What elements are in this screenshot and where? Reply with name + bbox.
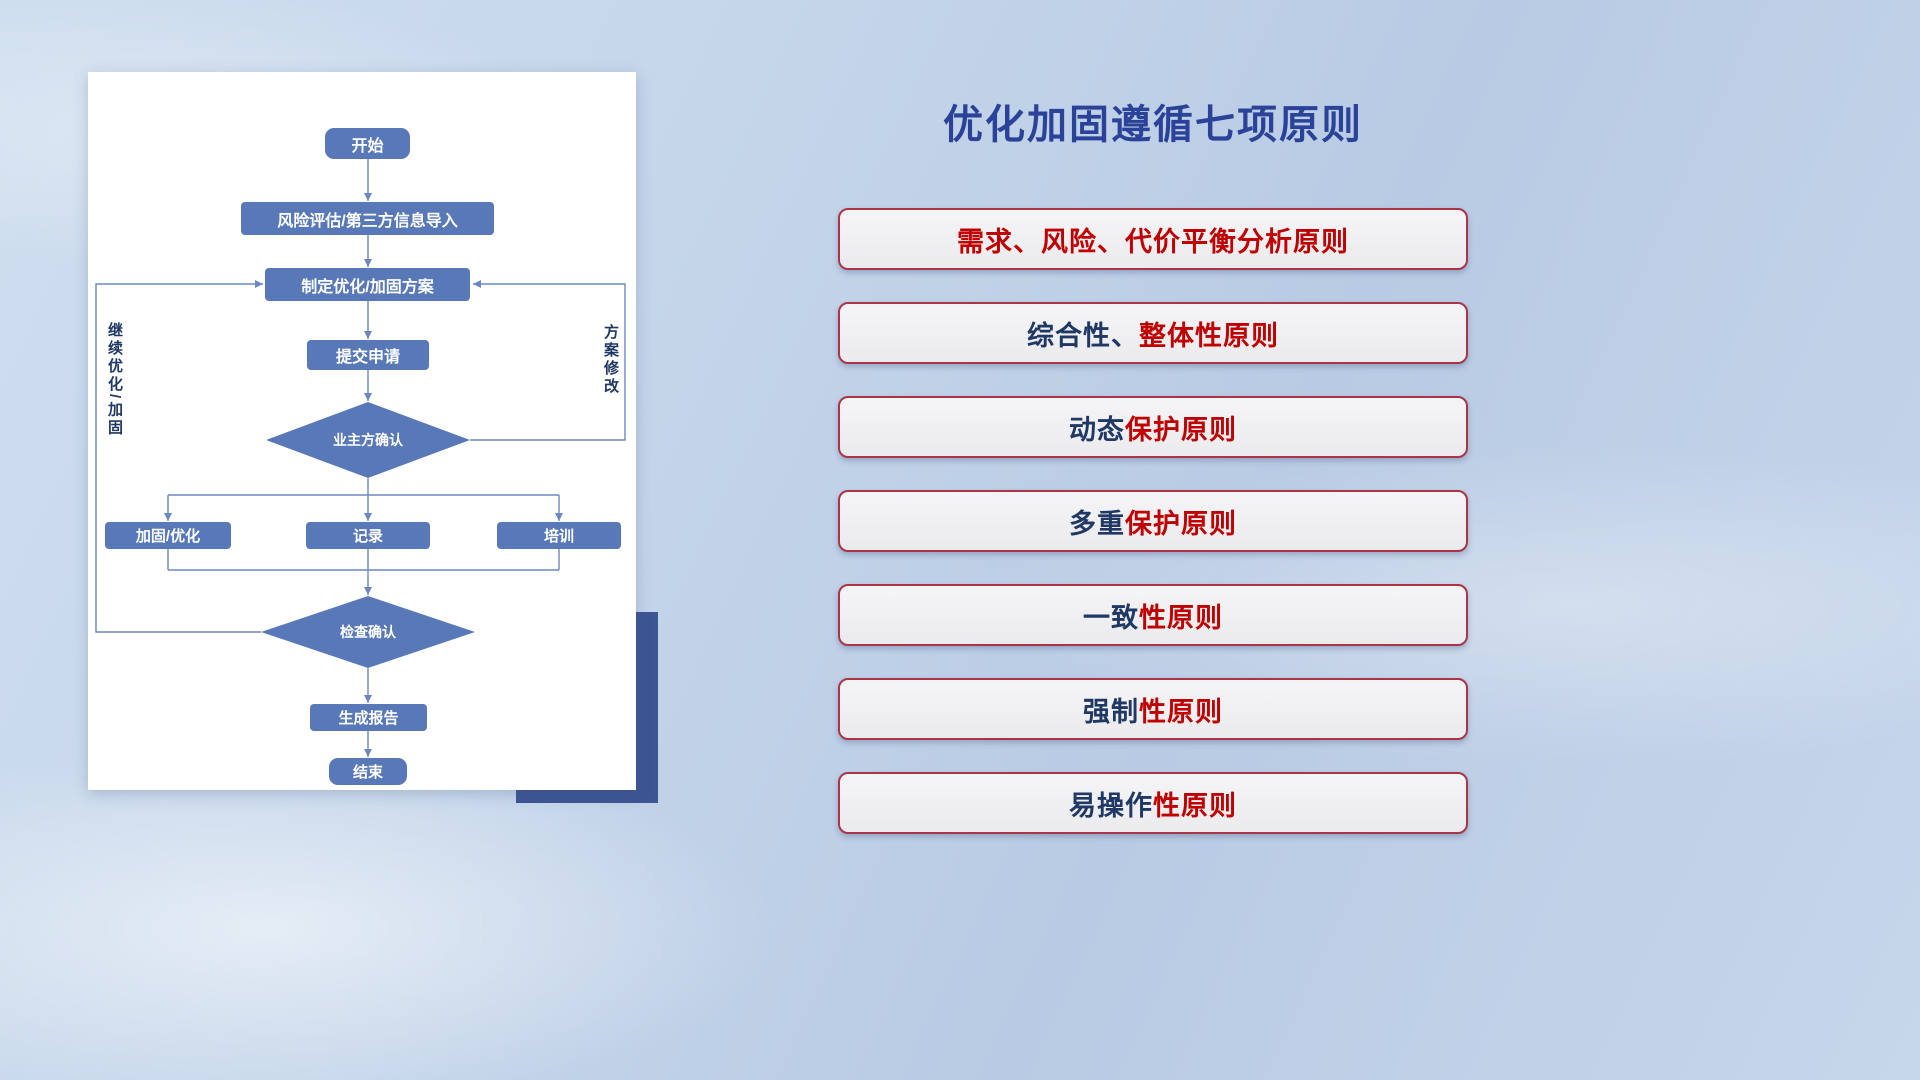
flow-node-record: 记录 — [306, 522, 430, 549]
principle-text-segment: 性原则 — [1139, 602, 1223, 633]
continue-optimize-loop-label: 继续优化/加固 — [106, 322, 123, 438]
principle-text-segment: 整体性原则 — [1139, 320, 1279, 351]
flow-node-training: 培训 — [497, 522, 621, 549]
flow-node-reinforce: 加固/优化 — [105, 522, 231, 549]
flowchart-connectors: 业主方确认 检查确认 — [95, 159, 626, 757]
owner-confirm-diamond — [266, 402, 470, 478]
owner-confirm-label: 业主方确认 — [333, 432, 404, 448]
principles-panel: 优化加固遵循七项原则 需求、风险、代价平衡分析原则综合性、整体性原则动态保护原则… — [838, 92, 1468, 866]
principle-text-segment: 性原则 — [1139, 696, 1223, 727]
principle-text-segment: 保护原则 — [1125, 414, 1237, 445]
flowchart-card: 业主方确认 检查确认 开始 风险评估/第三方信息导入 制定优化/加固方案 提交申… — [88, 72, 636, 790]
principle-text-segment: 保护原则 — [1125, 508, 1237, 539]
flow-node-report: 生成报告 — [310, 704, 427, 731]
flow-lines — [95, 159, 626, 757]
principle-item: 需求、风险、代价平衡分析原则 — [838, 208, 1468, 270]
page-title: 优化加固遵循七项原则 — [943, 103, 1363, 147]
principle-text-segment: 易操作 — [1069, 790, 1153, 821]
principle-item: 强制性原则 — [838, 678, 1468, 740]
plan-revise-loop-label: 方案修改 — [602, 324, 619, 396]
principle-item: 动态保护原则 — [838, 396, 1468, 458]
principle-text-segment: 需求、风险、代价平衡分析原则 — [957, 226, 1349, 257]
flow-node-make-plan: 制定优化/加固方案 — [265, 268, 470, 301]
principle-item: 综合性、整体性原则 — [838, 302, 1468, 364]
principle-item: 多重保护原则 — [838, 490, 1468, 552]
plan-revise-loop-line — [470, 280, 626, 441]
principle-text-segment: 多重 — [1069, 508, 1125, 539]
flow-node-submit: 提交申请 — [307, 340, 429, 370]
flow-node-end: 结束 — [329, 758, 407, 785]
flow-node-risk-import: 风险评估/第三方信息导入 — [241, 202, 494, 235]
flow-node-start: 开始 — [325, 128, 410, 159]
principle-text-segment: 性原则 — [1153, 790, 1237, 821]
principle-text-segment: 综合性、 — [1027, 320, 1139, 351]
continue-optimize-loop-line — [95, 280, 263, 633]
check-confirm-label: 检查确认 — [340, 624, 397, 640]
principle-text-segment: 动态 — [1069, 414, 1125, 445]
principle-text-segment: 一致 — [1083, 602, 1139, 633]
check-confirm-diamond — [261, 596, 475, 668]
principles-list: 需求、风险、代价平衡分析原则综合性、整体性原则动态保护原则多重保护原则一致性原则… — [838, 208, 1468, 834]
principle-item: 一致性原则 — [838, 584, 1468, 646]
principle-item: 易操作性原则 — [838, 772, 1468, 834]
principle-text-segment: 强制 — [1083, 696, 1139, 727]
